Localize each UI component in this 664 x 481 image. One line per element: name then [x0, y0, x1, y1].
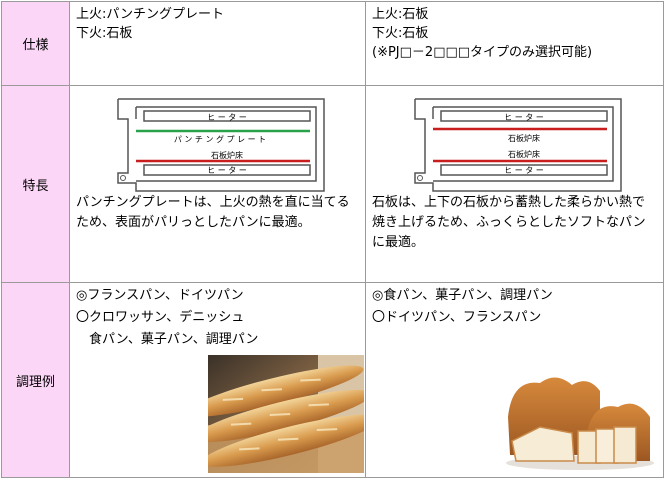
example-item: ◎フランスパン、ドイツパン — [76, 288, 244, 303]
diagram-label-heater-top-stone: ヒ ー タ ー — [504, 113, 544, 122]
feature-cell-punching: ヒ ー タ ー パ ン チ ン グ プ レ ー ト 石板炉床 ヒ ー タ ー パ… — [69, 85, 366, 283]
examples-list-punching: ◎フランスパン、ドイツパン 〇クロワッサン、デニッシュ 食パン、菓子パン、調理パ… — [70, 283, 365, 351]
examples-cell-punching: ◎フランスパン、ドイツパン 〇クロワッサン、デニッシュ 食パン、菓子パン、調理パ… — [69, 282, 366, 478]
spec-cell-stone: 上火:石板 下火:石板 (※PJ□－2□□□タイプのみ選択可能) — [365, 1, 664, 86]
oven-diagram-punching: ヒ ー タ ー パ ン チ ン グ プ レ ー ト 石板炉床 ヒ ー タ ー — [116, 98, 325, 192]
examples-cell-stone: ◎食パン、菓子パン、調理パン 〇ドイツパン、フランスパン — [365, 282, 664, 478]
row-header-features: 特長 — [1, 85, 70, 283]
diagram-label-hearth-top: 石板炉床 — [508, 133, 540, 143]
spec-text-stone: 上火:石板 下火:石板 (※PJ□－2□□□タイプのみ選択可能) — [372, 7, 593, 60]
diagram-label-hearth-stone: 石板炉床 — [508, 149, 540, 159]
example-item: ◎食パン、菓子パン、調理パン — [372, 288, 553, 303]
example-item: 〇クロワッサン、デニッシュ — [76, 310, 245, 325]
example-item: 〇ドイツパン、フランスパン — [372, 310, 542, 325]
row-header-spec: 仕様 — [1, 1, 70, 86]
spec-text-punching: 上火:パンチングプレート 下火:石板 — [76, 7, 225, 41]
diagram-label-hearth: 石板炉床 — [211, 150, 243, 160]
bread-loaf-photo — [500, 357, 658, 473]
feature-text-punching: パンチングプレートは、上火の熱を直に当てるため、表面がパリっとしたパンに最適。 — [76, 195, 350, 230]
spec-cell-punching: 上火:パンチングプレート 下火:石板 — [69, 1, 366, 86]
feature-text-stone: 石板は、上下の石板から蓄熱した柔らかい熱で焼き上げるため、ふっくらとしたソフトな… — [372, 195, 646, 250]
diagram-label-plate: パ ン チ ン グ プ レ ー ト — [173, 134, 265, 144]
example-item: 食パン、菓子パン、調理パン — [76, 332, 259, 347]
diagram-label-heater-top: ヒ ー タ ー — [207, 113, 247, 122]
diagram-label-heater-bottom-stone: ヒ ー タ ー — [504, 166, 544, 175]
diagram-label-heater-bottom: ヒ ー タ ー — [207, 166, 247, 175]
baguette-photo — [208, 355, 364, 473]
row-header-examples: 調理例 — [1, 282, 70, 478]
oven-diagram-stone: ヒ ー タ ー 石板炉床 石板炉床 ヒ ー タ ー — [413, 98, 622, 192]
examples-list-stone: ◎食パン、菓子パン、調理パン 〇ドイツパン、フランスパン — [366, 283, 663, 329]
feature-cell-stone: ヒ ー タ ー 石板炉床 石板炉床 ヒ ー タ ー 石板は、上下の石板から蓄熱し… — [365, 85, 664, 283]
